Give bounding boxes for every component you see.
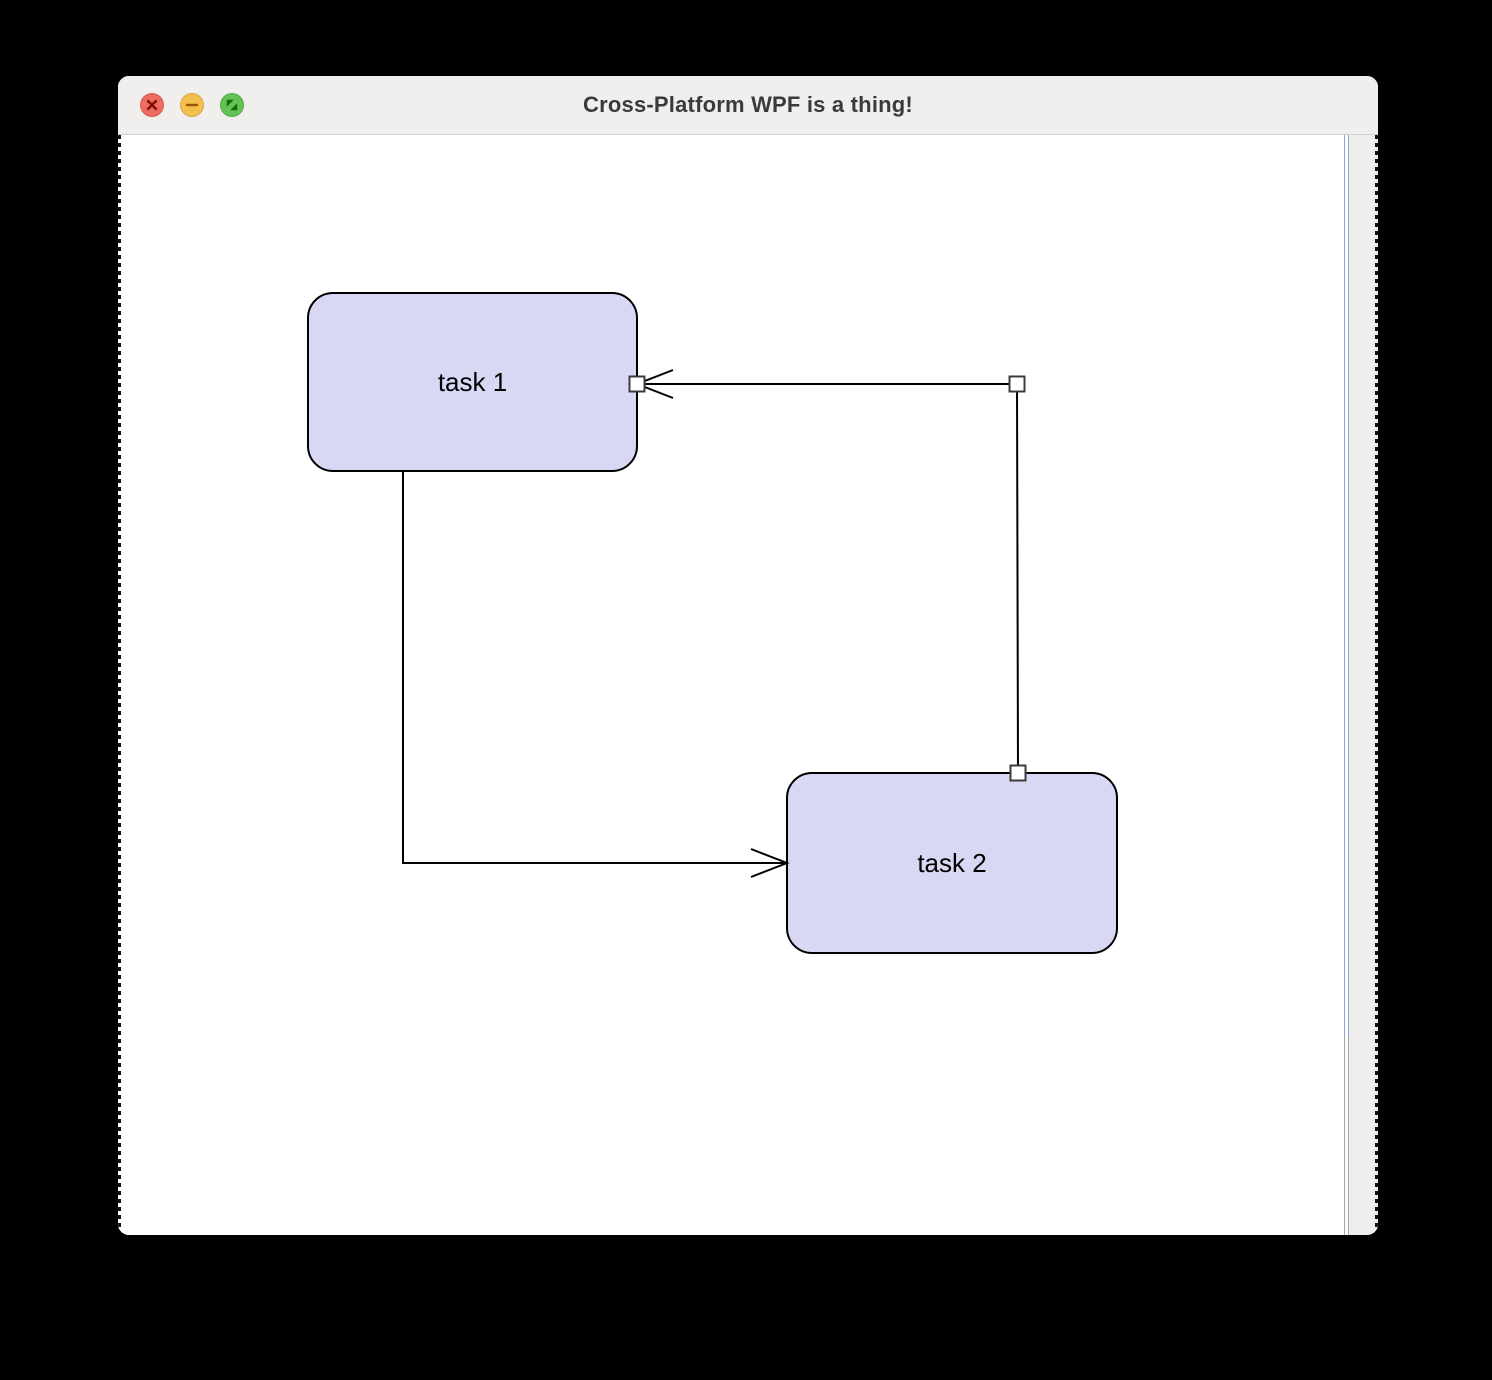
minimize-button[interactable]: [180, 93, 204, 117]
pane-divider[interactable]: [1344, 135, 1349, 1235]
node-task-2[interactable]: task 2: [786, 772, 1118, 954]
diagram-content: task 1 task 2: [118, 135, 1378, 1235]
titlebar[interactable]: Cross-Platform WPF is a thing!: [118, 76, 1378, 135]
focus-dash-border-left: [118, 135, 121, 1235]
window-title: Cross-Platform WPF is a thing!: [583, 92, 913, 117]
connection-handle[interactable]: [1008, 375, 1026, 393]
scrollbar-thumb[interactable]: [1344, 135, 1349, 1036]
minimize-icon: [185, 103, 199, 107]
arrowhead-icon: [750, 848, 790, 878]
connection-task1-to-task2[interactable]: [402, 471, 790, 878]
close-button[interactable]: [140, 93, 164, 117]
connection-line[interactable]: [402, 471, 787, 864]
close-icon: [146, 99, 158, 111]
node-task-1[interactable]: task 1: [307, 292, 638, 472]
scrollbar-track[interactable]: [1349, 135, 1378, 1235]
connection-handle[interactable]: [628, 375, 646, 393]
diagram-canvas[interactable]: task 1 task 2: [118, 135, 1344, 1235]
focus-dash-border-right: [1375, 135, 1378, 1235]
zoom-button[interactable]: [220, 93, 244, 117]
connection-line[interactable]: [637, 383, 1019, 774]
node-label: task 2: [917, 848, 986, 878]
connection-handle[interactable]: [1009, 764, 1027, 782]
node-label: task 1: [438, 367, 507, 397]
fullscreen-icon: [226, 99, 238, 111]
scrollbar-thumb-track: [1344, 1036, 1349, 1235]
traffic-lights: [140, 76, 244, 134]
connection-task2-to-task1[interactable]: [628, 369, 1027, 782]
